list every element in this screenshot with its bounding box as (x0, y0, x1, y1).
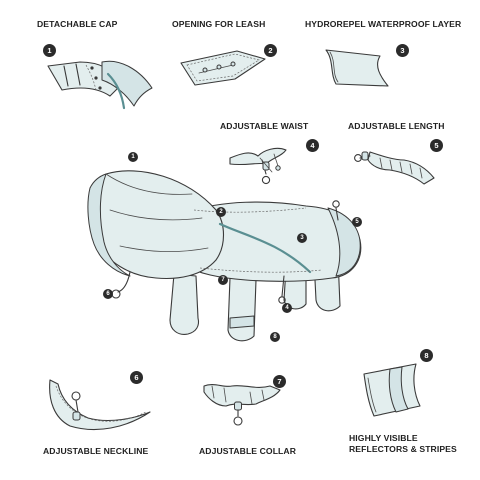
adjustable-waist-icon (229, 147, 287, 185)
detachable-cap-icon (47, 60, 153, 110)
badge-6: 6 (130, 371, 143, 384)
label-opening-for-leash: OPENING FOR LEASH (172, 19, 266, 29)
marker-3: 3 (297, 233, 307, 243)
marker-5: 5 (352, 217, 362, 227)
badge-4: 4 (306, 139, 319, 152)
reflector-stripes-icon (363, 363, 421, 417)
label-adjustable-collar: ADJUSTABLE COLLAR (199, 446, 297, 456)
marker-2: 2 (216, 207, 226, 217)
leash-opening-icon (180, 50, 266, 86)
badge-7: 7 (273, 375, 286, 388)
label-reflectors-line2: REFLECTORS & STRIPES (349, 444, 457, 454)
badge-8: 8 (420, 349, 433, 362)
badge-5: 5 (430, 139, 443, 152)
adjustable-neckline-icon (49, 379, 151, 431)
badge-1: 1 (43, 44, 56, 57)
marker-8: 8 (270, 332, 280, 342)
waterproof-layer-icon (325, 49, 389, 87)
marker-7: 7 (218, 275, 228, 285)
label-hydrorepel-waterproof-layer: HYDROREPEL WATERPROOF LAYER (305, 19, 462, 29)
badge-2: 2 (264, 44, 277, 57)
marker-6: 6 (103, 289, 113, 299)
label-adjustable-waist: ADJUSTABLE WAIST (220, 121, 309, 131)
badge-3: 3 (396, 44, 409, 57)
label-adjustable-neckline: ADJUSTABLE NECKLINE (43, 446, 149, 456)
adjustable-length-icon (354, 151, 435, 185)
label-detachable-cap: DETACHABLE CAP (37, 19, 118, 29)
label-adjustable-length: ADJUSTABLE LENGTH (348, 121, 445, 131)
marker-4: 4 (282, 303, 292, 313)
dog-raincoat-illustration (87, 170, 362, 342)
label-reflectors-line1: HIGHLY VISIBLE (349, 433, 418, 443)
marker-1: 1 (128, 152, 138, 162)
adjustable-collar-icon (203, 384, 281, 426)
